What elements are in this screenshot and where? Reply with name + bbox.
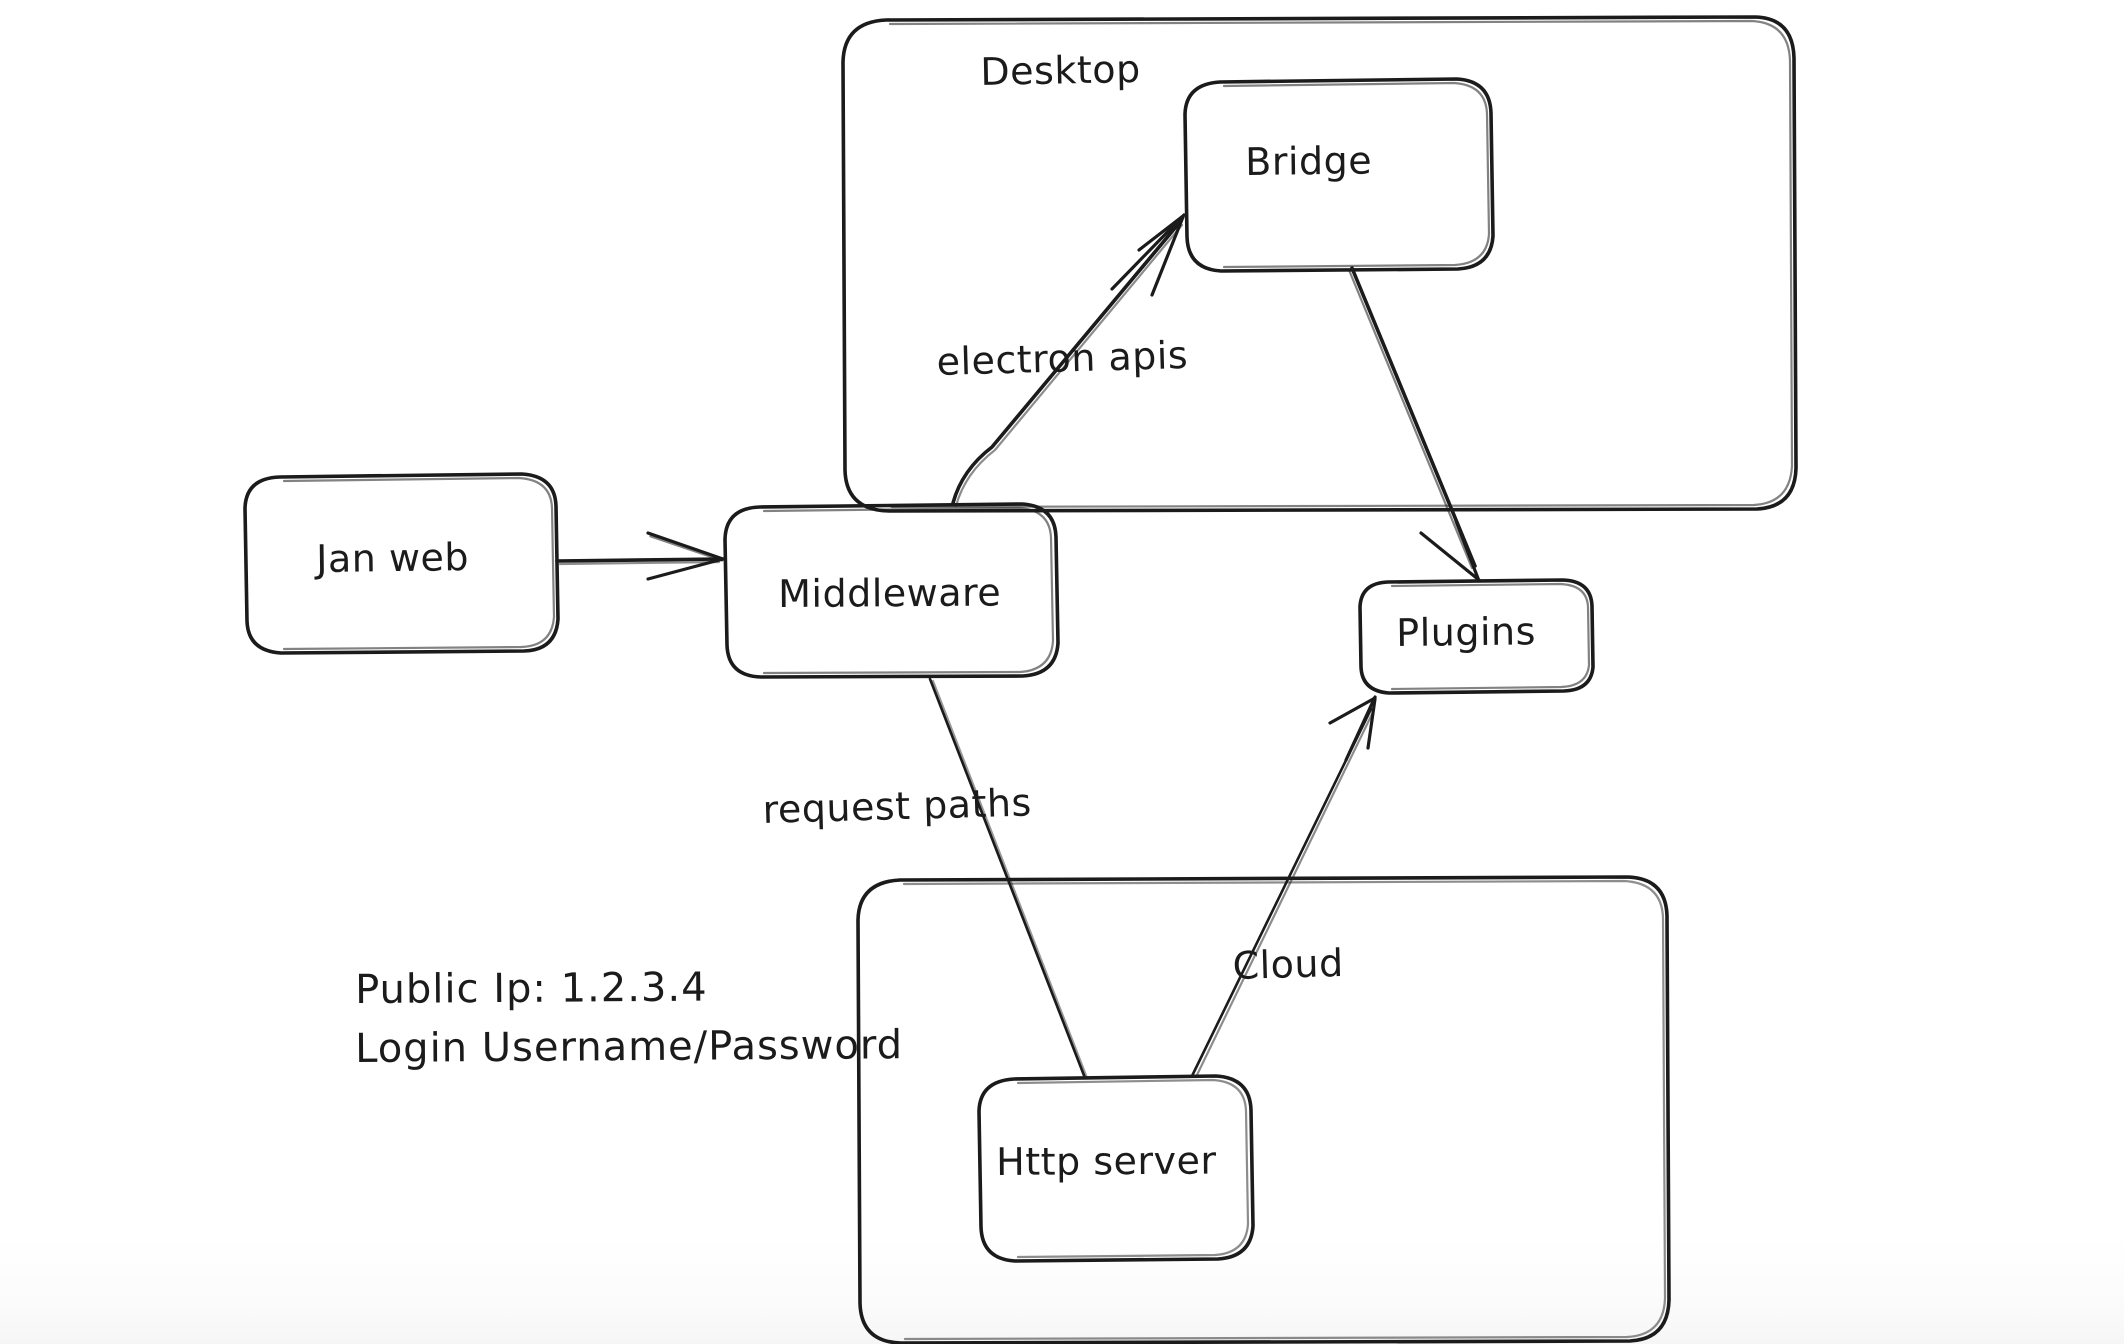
group-cloud-outline [856,875,1671,1344]
node-bridge-outline[interactable] [1183,77,1495,273]
edge-bridge-to-plugins [1347,266,1481,583]
node-middleware-outline[interactable] [723,502,1060,679]
edge-jan-web-to-middleware [555,531,725,581]
group-desktop-outline [841,15,1798,513]
edge-middleware-to-http-server [928,677,1089,1080]
node-jan-web-outline[interactable] [243,472,560,655]
node-http-server-outline[interactable] [977,1074,1255,1263]
edge-middleware-to-bridge [951,213,1186,508]
node-plugins-outline[interactable] [1358,578,1595,695]
edge-http-server-to-plugins [1190,695,1377,1079]
